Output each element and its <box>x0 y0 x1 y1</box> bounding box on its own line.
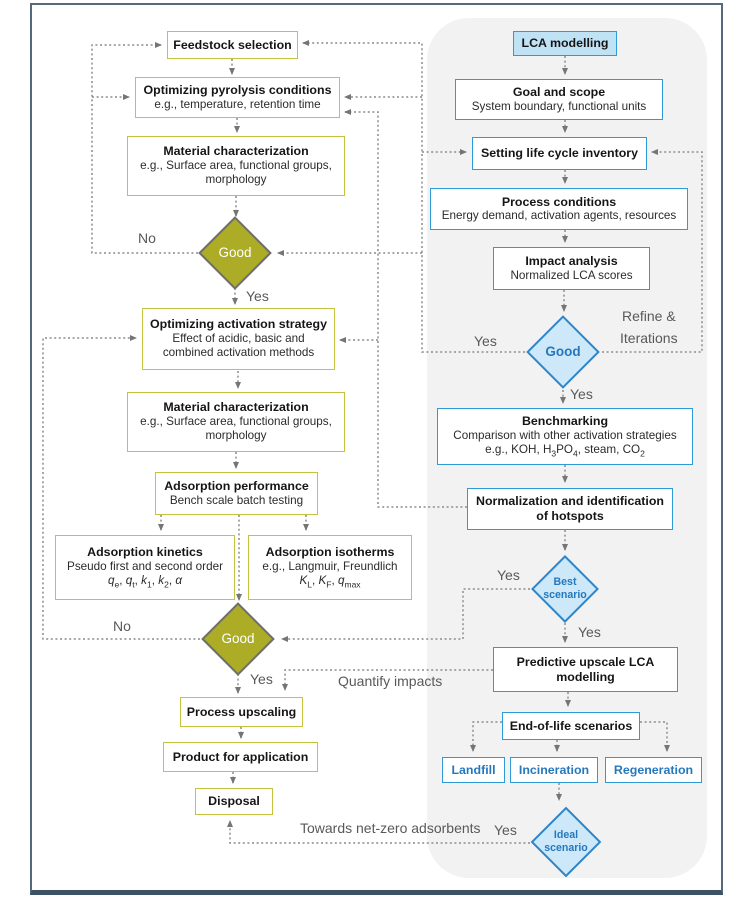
node-subtitle: Normalized LCA scores <box>510 268 633 282</box>
node-title: Process upscaling <box>186 704 297 719</box>
node-normalization-hotspots: Normalization and identification of hots… <box>467 488 673 530</box>
node-optimizing-pyrolysis: Optimizing pyrolysis conditions e.g., te… <box>135 77 340 118</box>
node-title: Incineration <box>518 762 590 777</box>
node-optimizing-activation: Optimizing activation strategy Effect of… <box>142 308 335 370</box>
node-title: Product for application <box>172 749 309 764</box>
node-benchmarking: Benchmarking Comparison with other activ… <box>437 408 693 465</box>
decision-label: Good <box>221 630 255 646</box>
decision-label: Best scenario <box>517 561 613 617</box>
node-adsorption-kinetics: Adsorption kinetics Pseudo first and sec… <box>55 535 235 600</box>
node-lca-modelling: LCA modelling <box>513 31 617 56</box>
decision-best-scenario: Best scenario <box>531 555 599 623</box>
node-subtitle: e.g., Surface area, functional groups, m… <box>140 415 332 443</box>
node-subtitle: System boundary, functional units <box>471 99 647 113</box>
node-material-characterization-1: Material characterization e.g., Surface … <box>127 136 345 196</box>
decision-label-line2: scenario <box>543 589 587 601</box>
decision-label-line2: scenario <box>544 842 588 854</box>
decision-good-1: Good <box>198 216 272 290</box>
connector-endoflife-landfill <box>470 721 502 752</box>
node-incineration: Incineration <box>510 757 598 783</box>
node-subtitle: e.g., temperature, retention time <box>154 97 321 111</box>
node-adsorption-isotherms: Adsorption isotherms e.g., Langmuir, Fre… <box>248 535 412 600</box>
decision-label-line1: Ideal <box>553 828 579 841</box>
node-title: LCA modelling <box>521 36 609 51</box>
node-disposal: Disposal <box>195 788 273 815</box>
node-title: Setting life cycle inventory <box>481 146 638 161</box>
label-no-good1: No <box>138 230 156 246</box>
node-subtitle: Effect of acidic, basic and combined act… <box>162 332 315 360</box>
node-regeneration: Regeneration <box>605 757 702 783</box>
label-quantify-impacts: Quantify impacts <box>338 673 443 689</box>
node-title: End-of-life scenarios <box>509 718 633 733</box>
decision-label: Good <box>218 244 252 260</box>
node-subtitle: Comparison with other activation strateg… <box>453 428 677 442</box>
node-subtitle: Bench scale batch testing <box>169 493 304 507</box>
decision-good-2: Good <box>201 602 275 676</box>
node-product-for-application: Product for application <box>163 742 318 772</box>
node-title: Process conditions <box>501 194 617 209</box>
label-refine-line2: Iterations <box>620 330 678 346</box>
label-refine-line1: Refine & <box>622 308 676 324</box>
node-title: Adsorption isotherms <box>265 545 395 560</box>
node-title: Regeneration <box>613 762 694 777</box>
label-yes-good1: Yes <box>246 288 269 304</box>
connector-endoflife-regeneration <box>640 721 670 752</box>
node-process-conditions: Process conditions Energy demand, activa… <box>430 188 688 230</box>
label-yes-ideal: Yes <box>494 822 517 838</box>
label-yes-best-down: Yes <box>578 624 601 640</box>
decision-label: Good <box>545 343 581 359</box>
node-feedstock-selection: Feedstock selection <box>167 31 298 59</box>
node-goal-and-scope: Goal and scope System boundary, function… <box>455 79 663 120</box>
node-material-characterization-2: Material characterization e.g., Surface … <box>127 392 345 452</box>
node-title: Optimizing pyrolysis conditions <box>143 83 332 98</box>
node-subtitle: e.g., Surface area, functional groups, m… <box>140 159 332 187</box>
loop-good2-no-activation <box>42 335 200 640</box>
loop-goodblue-yes-feedstock <box>302 40 525 353</box>
node-title: Landfill <box>451 762 496 777</box>
label-yes-goodlca-down: Yes <box>570 386 593 402</box>
loop-hotspots-pyrolysis <box>344 109 467 508</box>
node-predictive-upscale-lca: Predictive upscale LCA modelling <box>493 647 678 692</box>
node-formula: qe, qt, k1, k2, α <box>108 574 182 590</box>
loop-best-yes-good2 <box>281 588 530 642</box>
node-title: Normalization and identification of hots… <box>476 494 664 523</box>
node-title: Impact analysis <box>525 254 618 269</box>
node-title: Adsorption kinetics <box>87 545 203 560</box>
node-formula: e.g., KOH, H3PO4, steam, CO2 <box>485 443 645 459</box>
node-title: Optimizing activation strategy <box>150 317 327 332</box>
label-yes-best-left: Yes <box>497 567 520 583</box>
decision-label: Ideal scenario <box>517 813 615 871</box>
node-title: Material characterization <box>163 400 309 415</box>
node-subtitle: Pseudo first and second order <box>67 559 223 573</box>
node-title: Adsorption performance <box>164 479 309 494</box>
node-subtitle: e.g., Langmuir, Freundlich <box>262 559 398 573</box>
node-title: Benchmarking <box>521 414 609 429</box>
node-title: Predictive upscale LCA modelling <box>516 654 655 684</box>
node-impact-analysis: Impact analysis Normalized LCA scores <box>493 247 650 290</box>
decision-ideal-scenario: Ideal scenario <box>530 806 602 878</box>
label-yes-good2: Yes <box>250 671 273 687</box>
figure-frame <box>30 3 723 895</box>
decision-good-lca: Good <box>526 315 600 389</box>
node-end-of-life-scenarios: End-of-life scenarios <box>502 712 640 740</box>
node-title: Disposal <box>208 794 260 809</box>
node-title: Goal and scope <box>512 85 606 100</box>
node-title: Material characterization <box>163 144 309 159</box>
node-process-upscaling: Process upscaling <box>180 697 303 727</box>
node-life-cycle-inventory: Setting life cycle inventory <box>472 137 647 170</box>
loop-ideal-yes-disposal <box>227 820 530 844</box>
node-formula: KL, KF, qmax <box>299 574 361 590</box>
label-yes-goodlca-left: Yes <box>474 333 497 349</box>
node-subtitle: Energy demand, activation agents, resour… <box>441 209 677 223</box>
label-no-good2: No <box>113 618 131 634</box>
decision-label-line1: Best <box>553 575 577 588</box>
loop-quantify-impacts <box>282 669 493 691</box>
label-towards-net-zero: Towards net-zero adsorbents <box>300 820 481 836</box>
node-title: Feedstock selection <box>173 37 292 52</box>
node-adsorption-performance: Adsorption performance Bench scale batch… <box>155 472 318 515</box>
node-landfill: Landfill <box>442 757 505 783</box>
